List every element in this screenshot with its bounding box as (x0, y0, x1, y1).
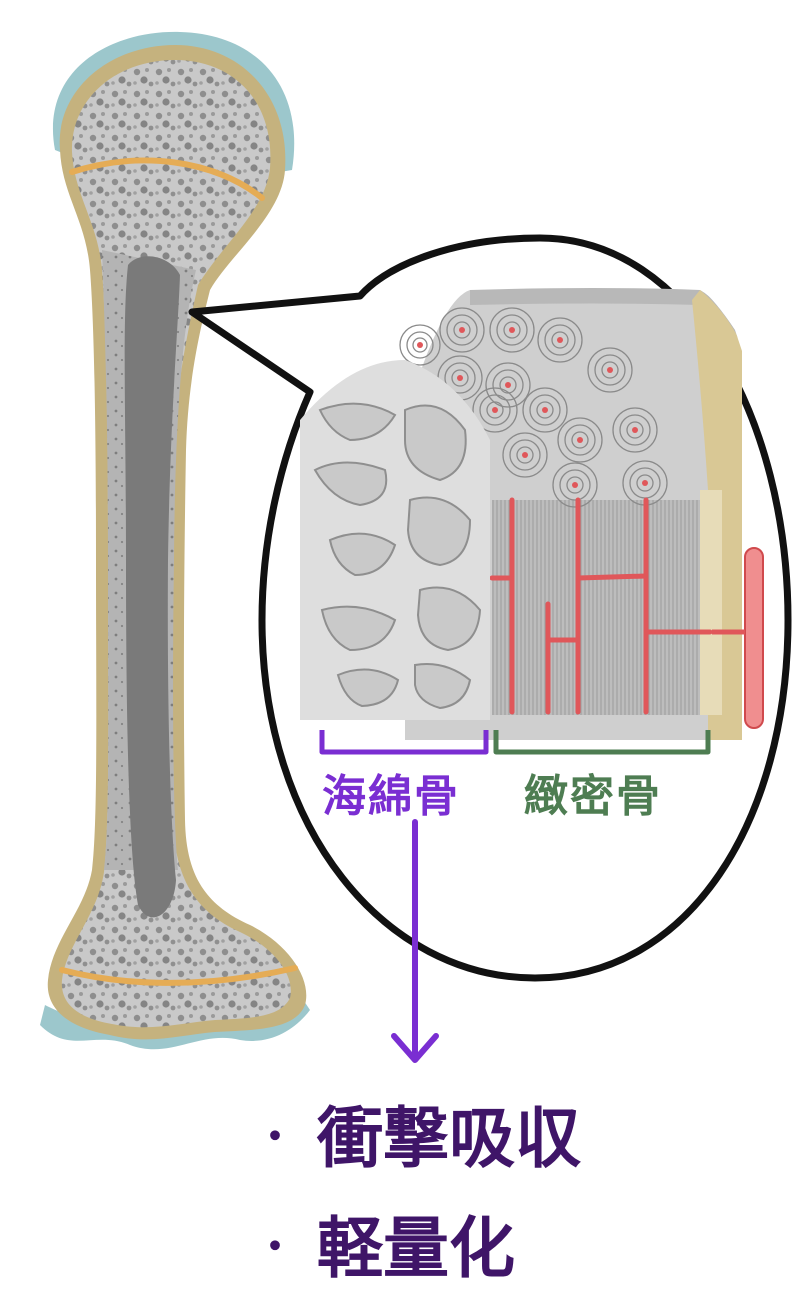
feature-item: ・ 衝撃吸収 (255, 1085, 581, 1181)
long-bone-illustration (40, 31, 310, 1050)
bullet-marker: ・ (255, 1114, 295, 1160)
bullet-marker: ・ (255, 1224, 295, 1270)
spongy-bone-label: 海綿骨 (322, 771, 460, 822)
blood-vessels (489, 497, 713, 715)
periosteal-artery (712, 547, 764, 729)
feature-text: 衝撃吸収 (317, 1100, 581, 1177)
compact-bone-label: 緻密骨 (524, 771, 662, 822)
feature-text: 軽量化 (317, 1210, 515, 1287)
osteons (399, 307, 668, 508)
spongy-bone-section (300, 360, 490, 720)
medullary-cavity (124, 256, 180, 918)
lower-growth-plate (59, 965, 298, 986)
bottom-articular-cartilage (40, 995, 310, 1050)
upper-growth-plate (69, 157, 265, 201)
spongy-bracket (319, 730, 489, 755)
magnified-callout (188, 234, 792, 1063)
down-arrow-icon (391, 819, 439, 1063)
compact-bracket (493, 730, 711, 755)
feature-item: ・ 軽量化 (255, 1195, 515, 1291)
